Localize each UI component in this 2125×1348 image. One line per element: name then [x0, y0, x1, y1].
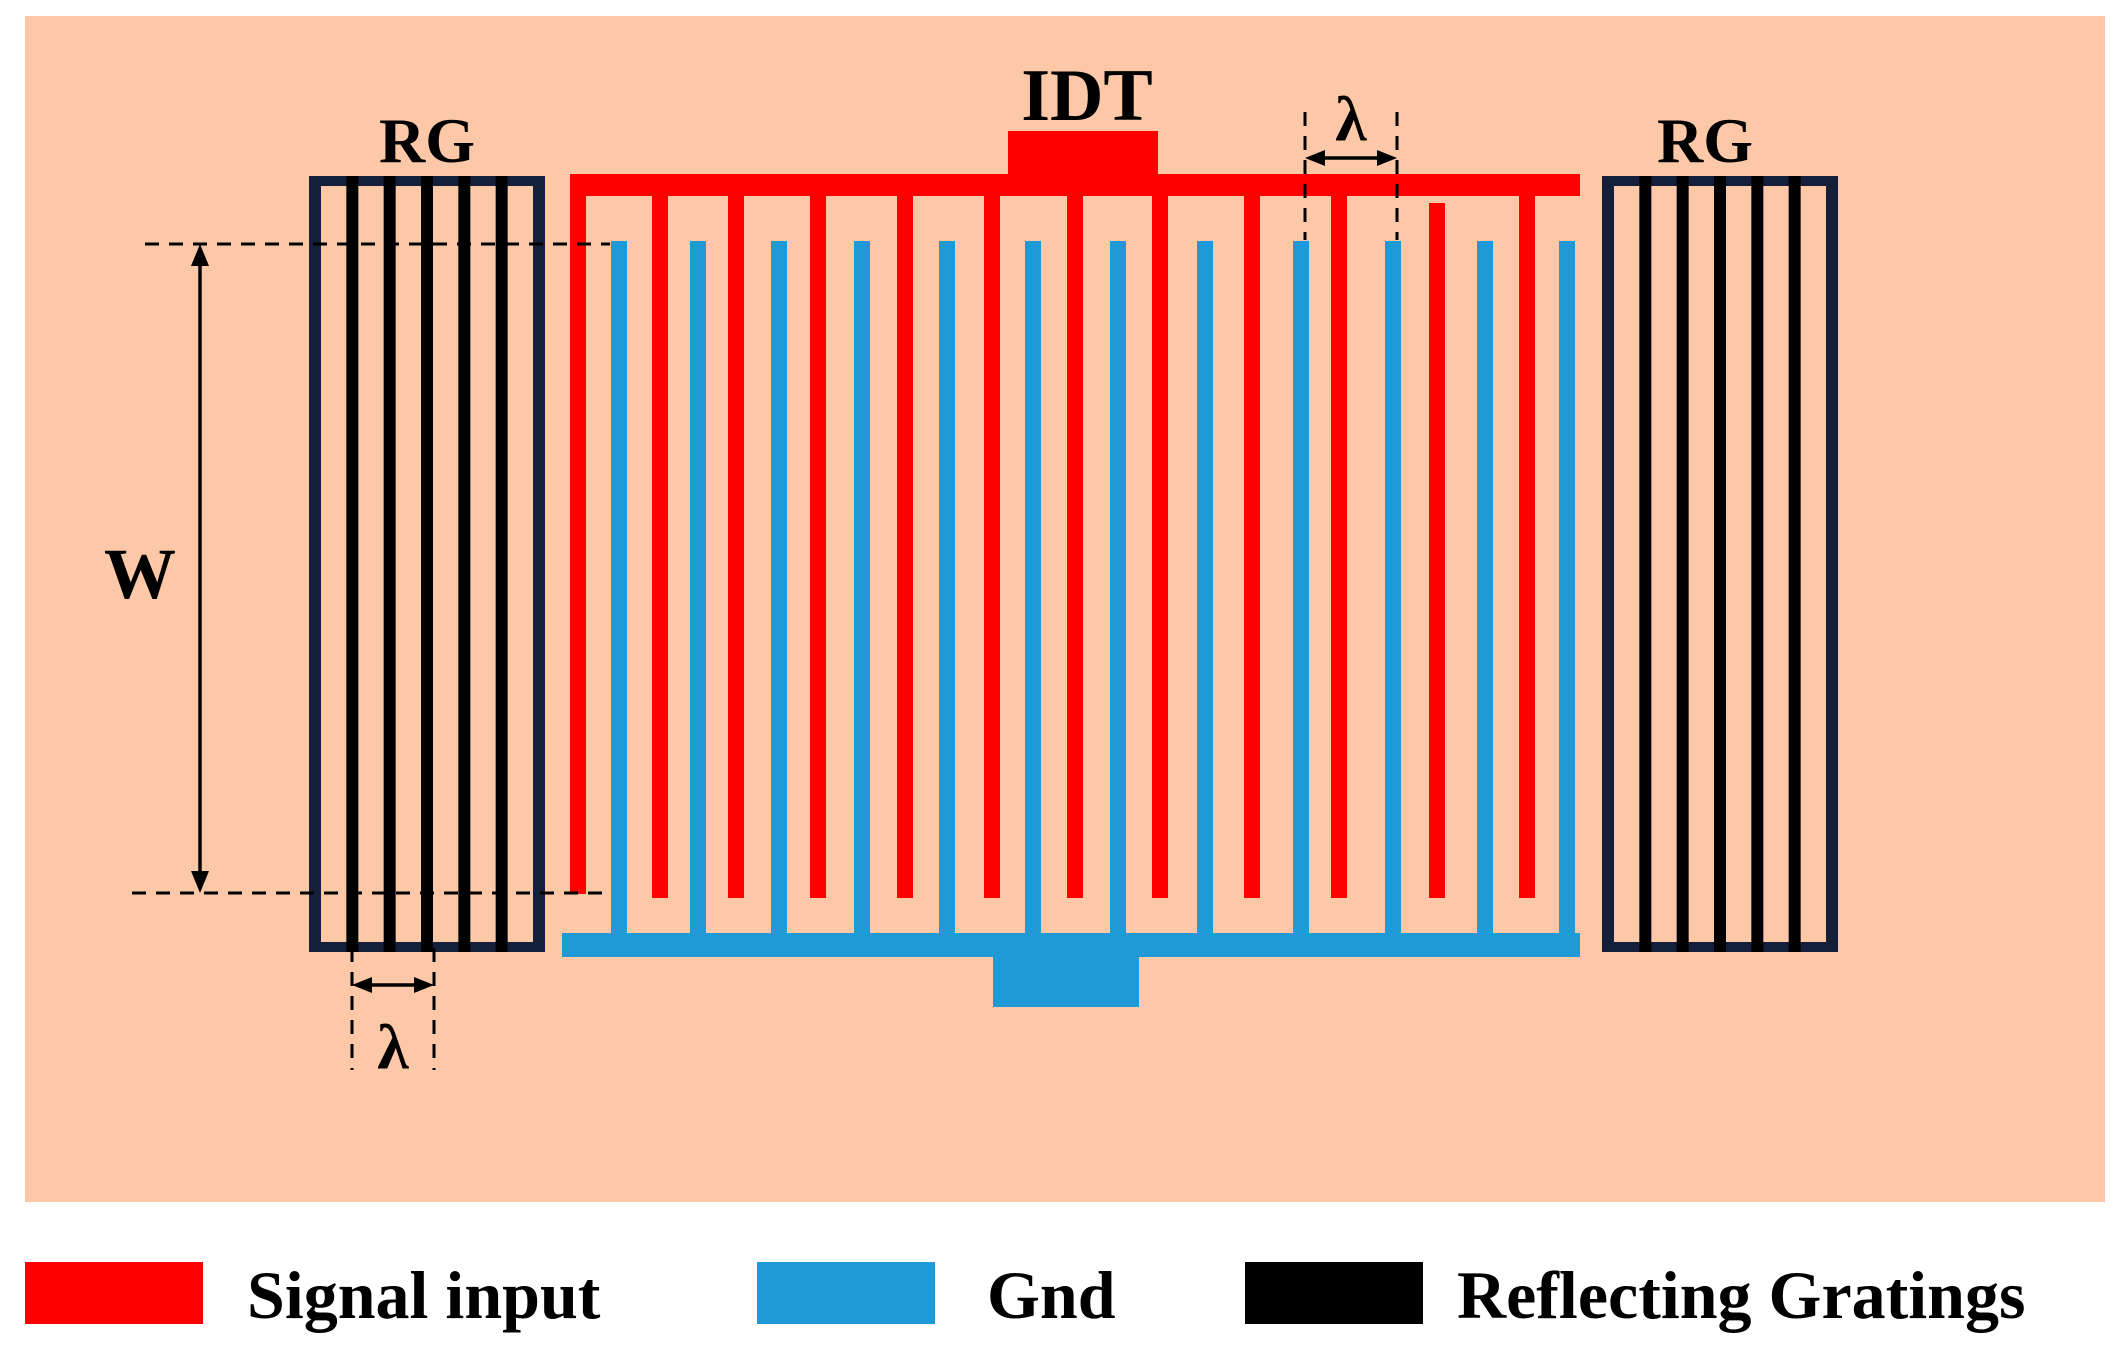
width-arrow-head-top: [191, 244, 209, 266]
lambda-bottom-arrow-head-left: [352, 977, 372, 993]
lambda-top-label: λ: [1335, 83, 1367, 154]
signal-finger: [1519, 196, 1535, 898]
lambda-top-arrow-head-right: [1377, 150, 1397, 166]
ground-finger: [690, 241, 706, 936]
signal-finger: [728, 196, 744, 898]
signal-finger: [897, 196, 913, 898]
ground-electrode: [562, 241, 1580, 1007]
legend-label-gratings: Reflecting Gratings: [1457, 1257, 2025, 1333]
legend-swatch-signal: [25, 1262, 203, 1324]
signal-finger: [1152, 196, 1168, 898]
signal-finger: [1244, 196, 1260, 898]
rg-left-label: RG: [379, 105, 475, 176]
grating-bar: [1602, 176, 1614, 952]
signal-finger: [1429, 203, 1445, 898]
lambda-bottom-label: λ: [377, 1011, 409, 1082]
legend-swatch-gnd: [757, 1262, 935, 1324]
grating-bar: [1826, 176, 1838, 952]
grating-bar: [383, 176, 396, 952]
grating-bar: [1639, 176, 1652, 952]
grating-bar: [346, 176, 359, 952]
ground-finger: [1385, 241, 1401, 936]
grating-bar: [1714, 176, 1726, 952]
ground-finger: [1559, 241, 1575, 936]
reflecting-grating-left: [309, 176, 545, 952]
grating-bar: [458, 176, 471, 952]
ground-finger: [771, 241, 787, 936]
ground-finger: [939, 241, 955, 936]
signal-finger: [652, 196, 668, 898]
reflecting-grating-right: [1602, 176, 1838, 952]
lambda-top-arrow-head-left: [1305, 150, 1325, 166]
lambda-dimension-bottom: λ: [350, 948, 436, 1082]
width-arrow-head-bottom: [191, 871, 209, 893]
ground-finger: [1293, 241, 1309, 936]
lambda-dimension-top: λ: [1303, 83, 1399, 240]
width-label: W: [104, 534, 176, 614]
ground-busbar: [562, 933, 1580, 957]
ground-pad: [993, 955, 1139, 1007]
signal-finger: [984, 196, 1000, 898]
grating-bar: [1676, 176, 1689, 952]
ground-finger: [1197, 241, 1213, 936]
idt-label: IDT: [1021, 55, 1153, 137]
signal-finger: [810, 196, 826, 898]
signal-finger: [1331, 196, 1347, 898]
legend-label-gnd: Gnd: [987, 1257, 1116, 1333]
signal-finger: [570, 174, 586, 894]
grating-bar: [309, 176, 321, 952]
signal-electrode: [570, 131, 1580, 898]
rg-right-label: RG: [1657, 105, 1753, 176]
grating-bar: [421, 176, 433, 952]
grating-bar: [1788, 176, 1801, 952]
lambda-bottom-arrow-head-right: [414, 977, 434, 993]
signal-pad: [1008, 131, 1158, 181]
ground-finger: [1477, 241, 1493, 936]
grating-bar: [533, 176, 545, 952]
ground-finger: [1110, 241, 1126, 936]
width-dimension: W: [104, 242, 610, 895]
signal-busbar: [570, 174, 1580, 196]
ground-finger: [854, 241, 870, 936]
signal-finger: [1067, 196, 1083, 898]
legend-swatch-gratings: [1245, 1262, 1423, 1324]
grating-bar: [495, 176, 508, 952]
legend: Signal input Gnd Reflecting Gratings: [25, 1257, 2025, 1333]
grating-bar: [1751, 176, 1764, 952]
ground-finger: [1025, 241, 1041, 936]
ground-finger: [611, 241, 627, 936]
legend-label-signal: Signal input: [247, 1257, 601, 1333]
